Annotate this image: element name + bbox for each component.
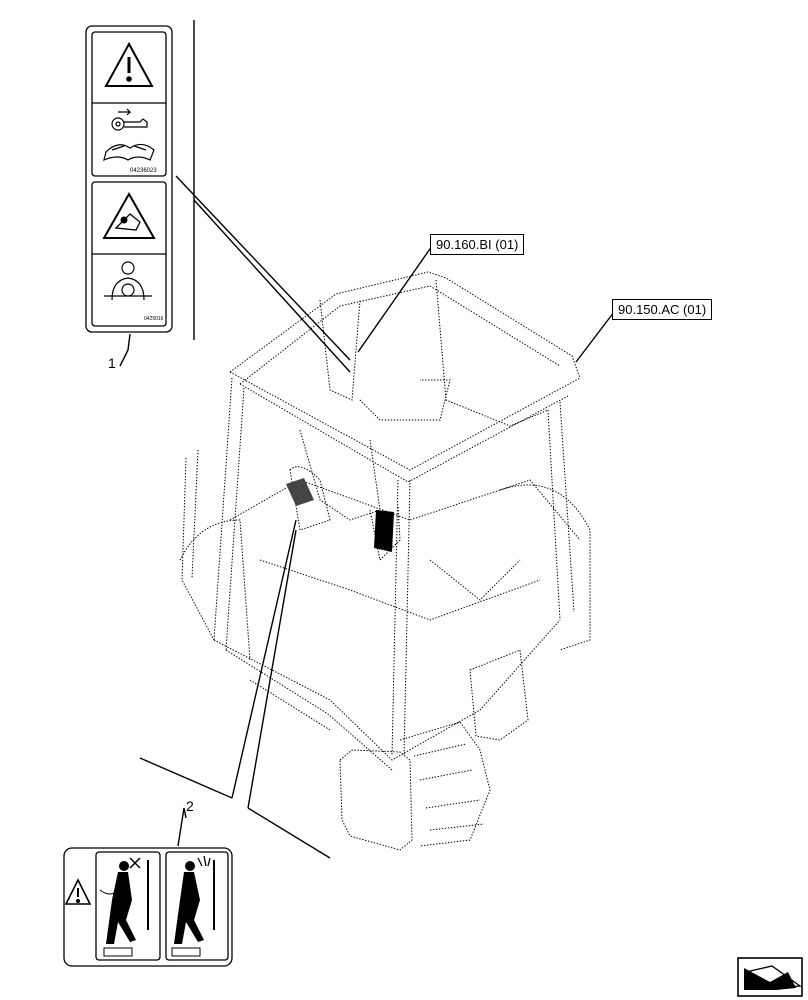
callout-item-1: 1 bbox=[108, 355, 116, 371]
crush-hazard-icon bbox=[102, 191, 156, 239]
decal-strip-1 bbox=[85, 25, 173, 333]
tractor-cab-outline bbox=[179, 271, 591, 851]
reference-label-cab-decal[interactable]: 90.160.BI (01) bbox=[430, 234, 525, 255]
decal-code-a: 04236023 bbox=[130, 168, 157, 174]
next-page-arrow-icon[interactable] bbox=[737, 957, 803, 997]
warning-triangle-icon bbox=[104, 41, 154, 87]
cab-dark-details bbox=[286, 478, 394, 552]
step-ladder-icon bbox=[99, 857, 149, 957]
manual-icon bbox=[103, 143, 155, 162]
step-ladder-icon bbox=[171, 855, 215, 957]
key-icon bbox=[111, 108, 148, 131]
decal-2 bbox=[63, 847, 233, 967]
decal-code-b: 0425016 bbox=[144, 316, 164, 322]
reference-label-rops-decal[interactable]: 90.150.AC (01) bbox=[612, 299, 713, 320]
warning-triangle-icon bbox=[64, 878, 92, 905]
leader-lines bbox=[119, 20, 615, 859]
seatbelt-icon bbox=[104, 261, 152, 301]
callout-item-2: 2 bbox=[186, 798, 194, 814]
